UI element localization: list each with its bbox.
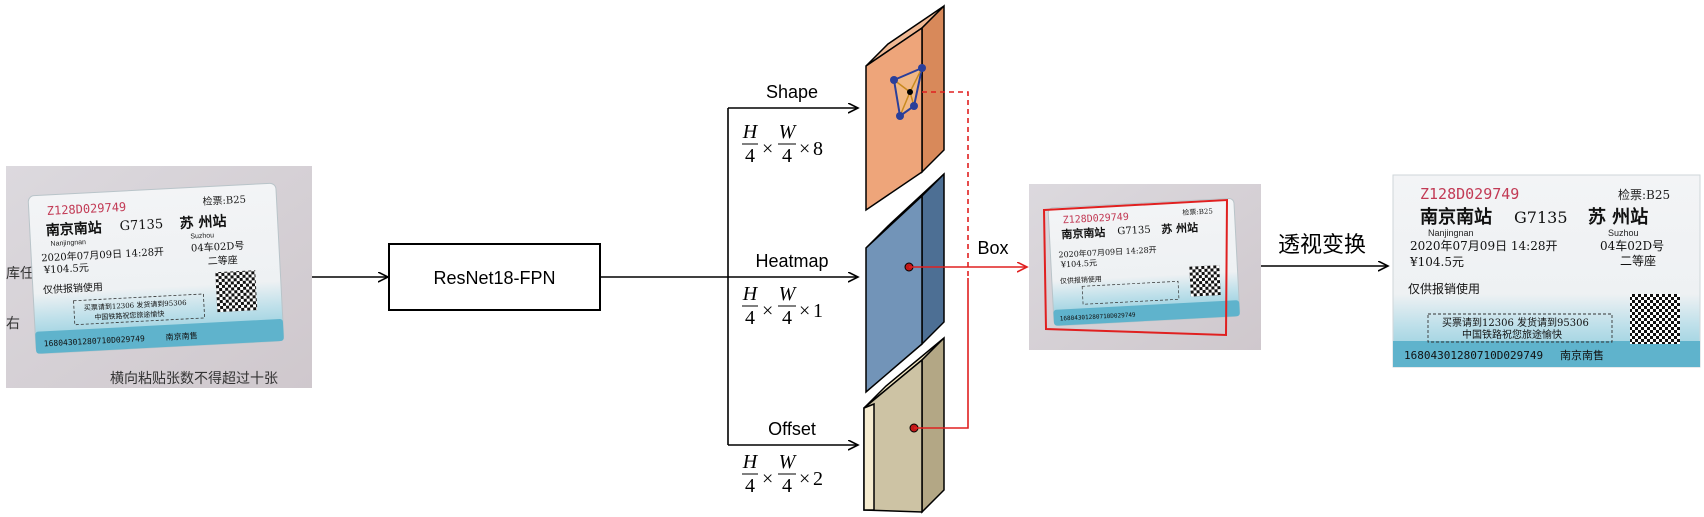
detected-to: 苏 州站 — [1161, 220, 1199, 236]
ticket-class: 二等座 — [207, 253, 238, 268]
input-ticket: Z128D029749 检票:B25 南京南站 G7135 苏 州站 Nanji… — [27, 182, 285, 354]
svg-text:W: W — [779, 451, 798, 473]
svg-text:4: 4 — [745, 307, 755, 329]
input-photo: 库任 右 横向粘贴张数不得超过十张 Z128D029749 检票:B25 南京南… — [6, 166, 312, 388]
svg-text:×: × — [762, 300, 773, 322]
detected-qr — [1189, 265, 1221, 297]
rectified-notice-1: 买票请到12306 发货请到95306 — [1442, 316, 1589, 329]
rectified-serial: Z128D029749 — [1420, 185, 1519, 203]
backbone-label: ResNet18-FPN — [433, 268, 555, 288]
ticket-from-pinyin: Nanjingnan — [50, 239, 86, 248]
offset-channels: 2 — [813, 468, 823, 490]
ticket-from-station: 南京南站 — [45, 219, 102, 239]
svg-text:4: 4 — [782, 145, 792, 167]
offset-label: Offset — [768, 419, 816, 439]
detected-gate: 检票:B25 — [1182, 206, 1213, 217]
rectified-to-station: 苏 州站 — [1588, 206, 1648, 228]
heatmap-label: Heatmap — [755, 251, 828, 271]
ticket-train: G7135 — [119, 217, 163, 234]
detected-photo: Z128D029749 检票:B25 南京南站 G7135 苏 州站 2020年… — [1029, 184, 1261, 350]
rectified-from-station: 南京南站 — [1420, 206, 1492, 228]
heatmap-dim: H 4 × W 4 × 1 — [742, 283, 823, 329]
svg-text:W: W — [779, 121, 798, 143]
detected-box-outline — [1042, 198, 1229, 337]
rectified-ticket: Z128D029749 检票:B25 南京南站 G7135 苏 州站 Nanji… — [1392, 174, 1701, 368]
ticket-to-station: 苏 州站 — [179, 213, 227, 232]
ticket-to-pinyin: Suzhou — [190, 232, 214, 240]
ticket-notice-2: 中国铁路祝您旅途愉快 — [94, 309, 164, 322]
offset-dim: H 4 × W 4 × 2 — [742, 451, 823, 497]
rectified-sold-at: 南京南售 — [1560, 348, 1604, 362]
detected-serial: Z128D029749 — [1062, 212, 1129, 226]
svg-text:4: 4 — [782, 475, 792, 497]
ticket-sold-at: 南京南售 — [165, 330, 197, 342]
shape-feature-map — [865, 4, 945, 212]
bg-text-bottom: 横向粘贴张数不得超过十张 — [110, 370, 278, 387]
bg-text-left-2: 右 — [6, 316, 20, 332]
bg-text-left-1: 库任 — [6, 266, 34, 282]
heatmap-channels: 1 — [813, 300, 823, 322]
rectified-date: 2020年07月09日 14:28开 — [1410, 239, 1557, 253]
rectified-notice-2: 中国铁路祝您旅途愉快 — [1462, 328, 1562, 341]
ticket-bottom-band — [35, 318, 284, 354]
rectified-seat: 04车02D号 — [1600, 238, 1664, 253]
ticket-price: ¥104.5元 — [43, 263, 90, 276]
shape-dim: H 4 × W 4 × 8 — [742, 121, 823, 167]
shape-label: Shape — [766, 82, 818, 102]
backbone-box: ResNet18-FPN — [388, 243, 601, 311]
ticket-seat: 04车02D号 — [191, 239, 245, 255]
detected-from: 南京南站 — [1061, 225, 1106, 241]
detected-number: 16804301280710D029749 — [1060, 312, 1137, 323]
svg-text:H: H — [742, 121, 759, 143]
rectified-note: 仅供报销使用 — [1408, 281, 1480, 296]
ticket-notice-box — [73, 293, 206, 326]
rectified-class: 二等座 — [1620, 253, 1656, 268]
svg-text:4: 4 — [745, 475, 755, 497]
detected-note: 仅供报销使用 — [1060, 274, 1102, 285]
rectified-gate: 检票:B25 — [1618, 187, 1670, 202]
ticket-gate: 检票:B25 — [202, 193, 246, 208]
rectified-qr-code — [1630, 294, 1680, 344]
rectified-from-pinyin: Nanjingnan — [1428, 228, 1474, 238]
svg-text:H: H — [742, 451, 759, 473]
perspective-transform-label: 透视变换 — [1278, 233, 1366, 258]
detected-ticket: Z128D029749 检票:B25 南京南站 G7135 苏 州站 2020年… — [1047, 198, 1241, 327]
svg-text:×: × — [799, 300, 810, 322]
svg-text:×: × — [799, 468, 810, 490]
svg-text:4: 4 — [745, 145, 755, 167]
detected-train: G7135 — [1117, 225, 1151, 238]
rectified-price: ¥104.5元 — [1409, 255, 1464, 269]
offset-feature-map — [863, 336, 945, 514]
svg-text:W: W — [779, 283, 798, 305]
ticket-serial: Z128D029749 — [46, 200, 126, 218]
qr-code — [215, 270, 258, 313]
box-label: Box — [977, 238, 1008, 258]
shape-to-box-dashed — [922, 91, 969, 278]
offset-to-box — [914, 278, 969, 429]
svg-text:H: H — [742, 283, 759, 305]
ticket-note: 仅供报销使用 — [43, 280, 104, 296]
svg-text:×: × — [762, 468, 773, 490]
heatmap-feature-map — [865, 172, 945, 394]
shape-channels: 8 — [813, 138, 823, 160]
rectified-notice-box — [1427, 313, 1613, 343]
svg-text:4: 4 — [782, 307, 792, 329]
rectified-train: G7135 — [1514, 208, 1568, 227]
rectified-ticket-number: 16804301280710D029749 — [1404, 349, 1543, 362]
detected-price: ¥104.5元 — [1060, 259, 1097, 270]
svg-text:×: × — [799, 138, 810, 160]
shape-keypoints — [890, 64, 926, 120]
rectified-to-pinyin: Suzhou — [1608, 228, 1639, 238]
svg-text:×: × — [762, 138, 773, 160]
rectified-bottom-band — [1393, 341, 1700, 367]
